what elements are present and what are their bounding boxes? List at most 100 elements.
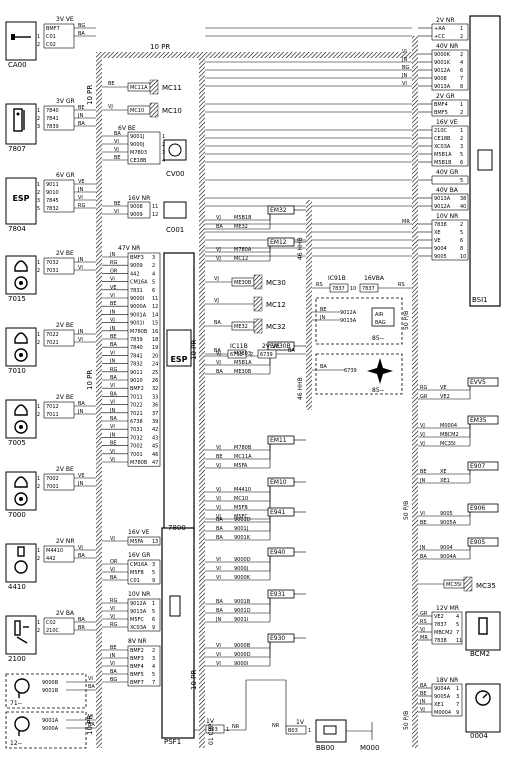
connector-E940 [267,547,295,557]
pin-number: 12 [152,304,158,310]
wheel-sensor-head [14,332,28,344]
wire-color: BE [216,454,223,460]
connector-code-EM35: EM35 [470,417,487,424]
connector-7005: 2V BE [56,394,74,401]
pin-XE1: XE1 [434,702,444,708]
bcm-icon [478,617,488,635]
wire-color: VJ [108,104,113,110]
wire-color: JN [77,329,83,335]
connector-box-7800 [127,252,161,467]
connector-box-ic91b-a [329,283,349,293]
diagnostic-icon [14,716,30,736]
component-code-4410: 4410 [8,583,26,591]
pin-M7803: M7803 [234,351,251,357]
wire-color: VI [216,652,221,658]
pin-9005: 9005 [440,511,453,517]
wheel-sensor-ring [14,348,28,362]
pin-9005A: 9005A [434,694,451,700]
component-7015 [5,255,37,295]
pin-number: 3 [152,255,155,261]
component-code-psf1: PSF1 [164,738,181,746]
pin-number: 2 [37,340,40,346]
pin-7839: 7839 [130,337,143,343]
component-code-bb00: BB00 [316,744,335,752]
pin-number: 5 [37,206,40,212]
pin-number: 45 [152,444,158,450]
harness-top-horizontal [96,52,418,58]
sensor-icon [13,108,25,132]
pin-number: 5 [152,672,155,678]
pin-CE18B: CE18B [130,158,147,164]
pin-b03-bb00: B03 [288,728,298,734]
wire-color: VJ [216,463,221,469]
connector-box-bsi1-1 [431,49,469,91]
wire-color: VI [216,643,221,649]
connector-EM11 [267,435,295,445]
pin-number: 4 [152,664,155,670]
mc32-plug [253,318,263,334]
pin-M5FC: M5FC [234,514,248,520]
wire-color: JN [319,315,325,321]
wire-color: BA [216,599,223,605]
component-code-7015: 7015 [8,295,26,303]
connector-box-7005 [43,401,75,419]
connector-box-ic11b-b [257,349,277,359]
wire-color: VE [78,179,85,185]
esp-icon: ESP [170,355,187,364]
pin-number: 36 [152,403,158,409]
wire-color: JN [109,252,115,258]
connector-code-EM10: EM10 [270,479,287,486]
pin-XC03A: XC03A [434,144,451,150]
wire-color: VJ [214,298,219,304]
pin-number: 38 [460,196,466,202]
connector-ic91b: 16VBA [364,275,385,282]
connector-box-psf1-out [205,724,225,734]
pin-ME32: ME32 [234,324,248,330]
wire-color: BE [114,155,121,161]
pin-M0004: M0004 [434,710,451,716]
component-code-bsi1: BSI1 [472,296,488,304]
pin-9001I: 9001I [234,617,248,623]
connector-code-E940: E940 [270,549,285,556]
pin-9001J: 9001J [234,526,248,532]
connector-box-c001 [127,201,151,219]
pin-9001J: 9001J [130,134,144,140]
pin-BMF2: BMF2 [130,648,144,654]
pin-9000J: 9000J [130,142,144,148]
connector-code-EM30B: EM30B [270,343,291,350]
pin-M4410: M4410 [234,487,251,493]
pin-number: 1 [456,686,459,692]
wire-color: VI [110,293,115,299]
wire-color: VI [420,511,425,517]
esp-icon: ESP [12,194,29,203]
pin-9000K: 9000K [234,575,251,581]
dashed-component-71-- [5,673,87,709]
component-7807 [5,103,37,145]
wheel-sensor-icon [14,404,28,434]
pin-number: 3 [162,150,165,156]
connector-box-7000 [43,473,75,491]
pin-M780B: M780B [130,460,148,466]
wire-color: BA [110,416,117,422]
wire-color: RG [420,385,427,391]
pin-7841: 7841 [46,116,59,122]
wire-color: VJ [110,318,115,324]
pin-number: 2 [250,352,253,358]
star-icon [367,358,393,384]
pin-MBCM2: MBCM2 [434,630,453,636]
component-code-star: 85-- [372,387,384,394]
pin-MBCM2: MBCM2 [440,432,459,438]
wire-color: BE [420,520,427,526]
connector-box-BCM2 [431,611,463,645]
wire-color: VJ [420,707,425,713]
wire-color: JN [401,57,407,63]
component-7010 [5,327,37,367]
harness-left-label-3: 10 PR [86,715,94,735]
connector-code-EVV5: EVV5 [470,379,486,386]
connector-0004: 18V NR [436,677,458,684]
pin-9013A: 9013A [340,318,357,324]
pin-number: 43 [152,435,158,441]
airbag-badge [371,307,395,327]
harness-top-label: 10 PR [150,43,170,51]
pin-9000I: 9000I [130,296,144,302]
